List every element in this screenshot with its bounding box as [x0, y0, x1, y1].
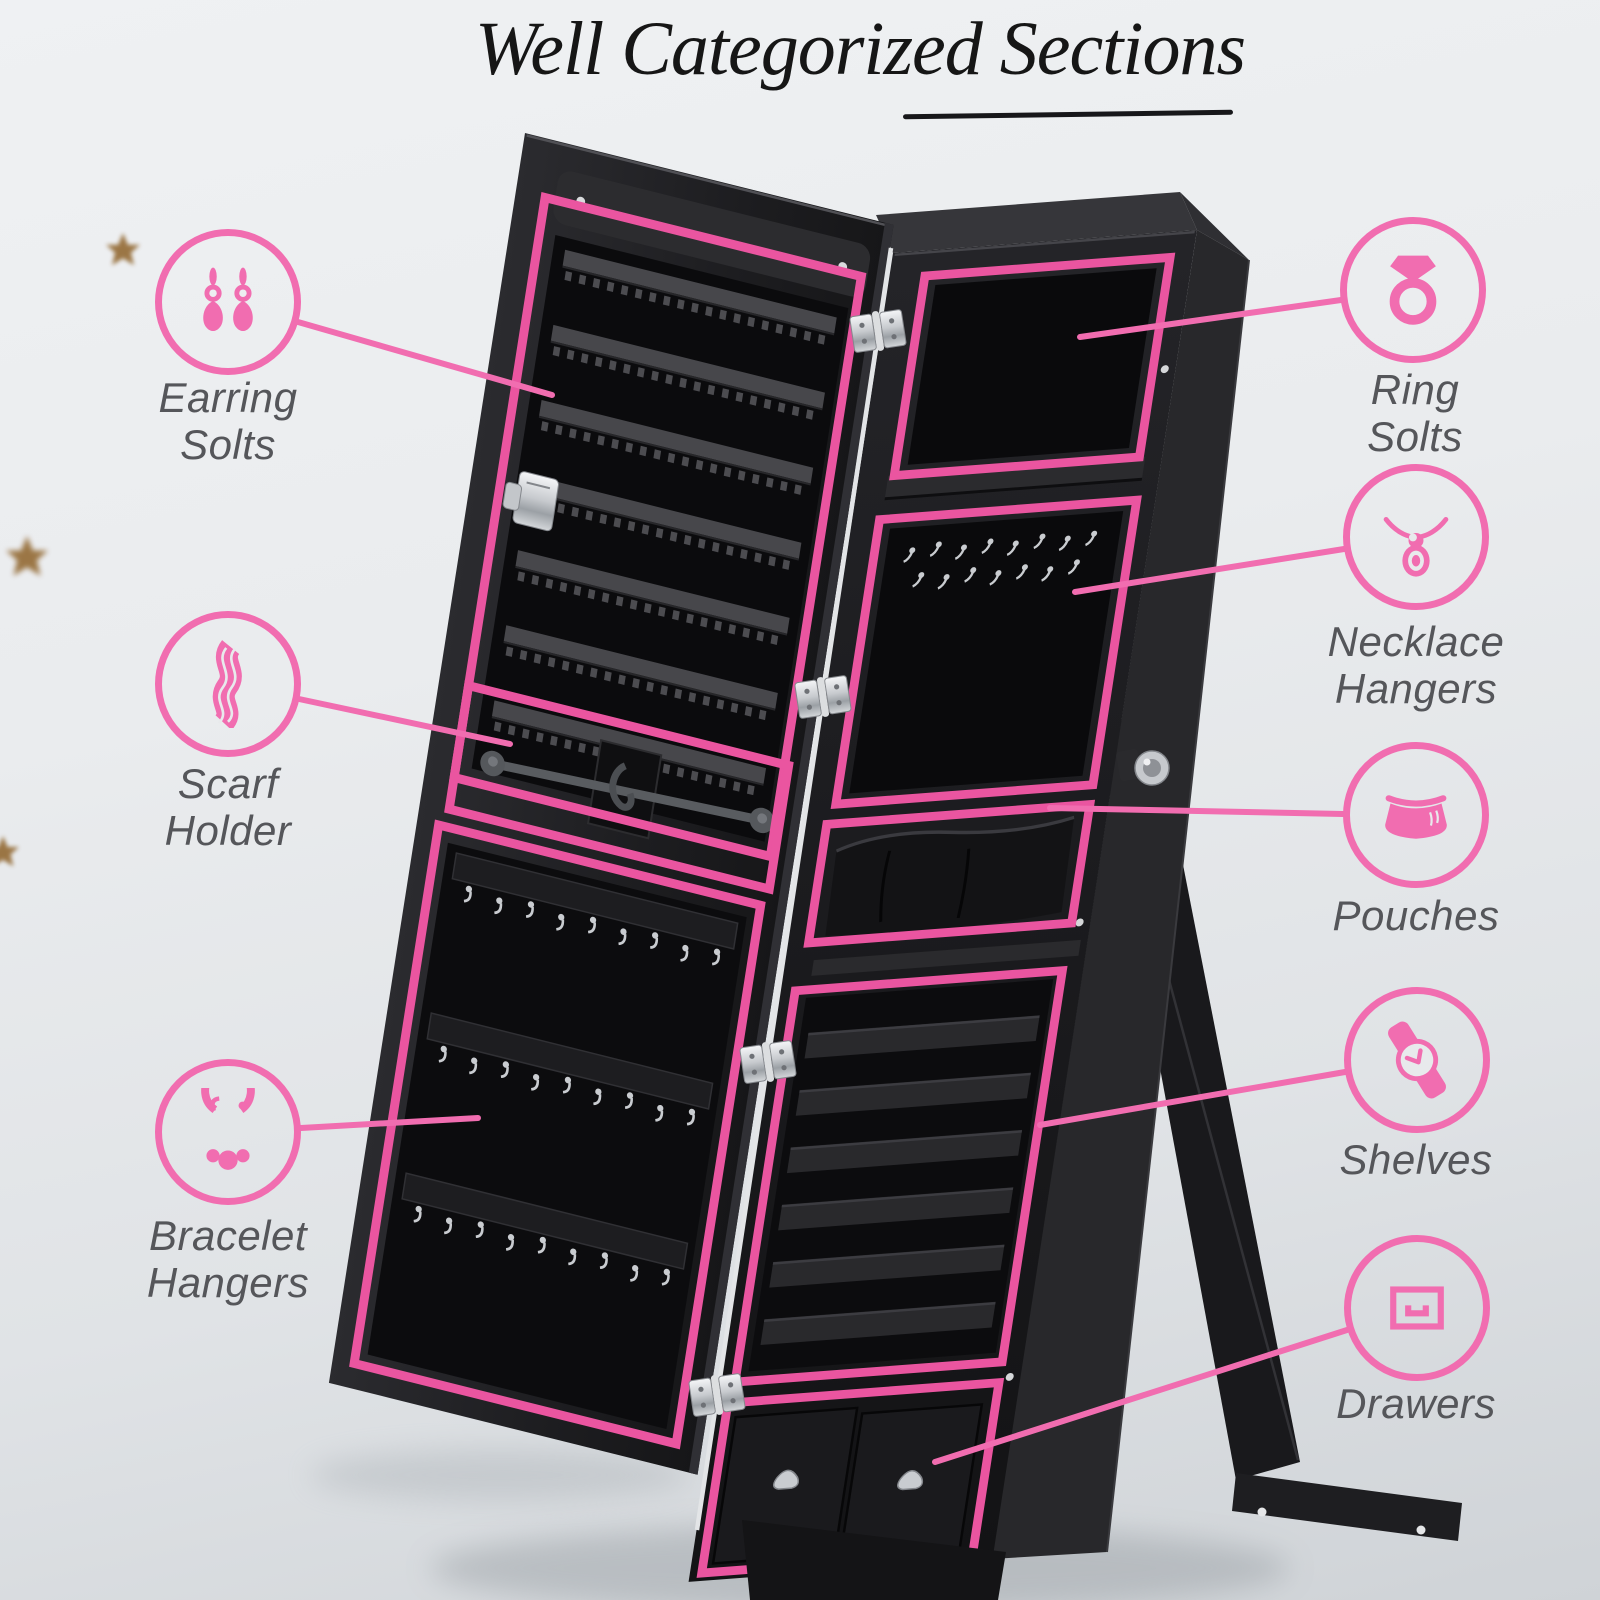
- cabinet-door: [328, 133, 894, 1475]
- connector-earring-slots: [295, 319, 555, 398]
- pouch-icon: [1385, 795, 1447, 839]
- connector-ring-slots: [1077, 297, 1344, 340]
- connector-bracelet-hangers: [298, 1115, 481, 1131]
- pouches-section: [825, 815, 1075, 936]
- callout-label-pouches: Pouches: [1332, 892, 1500, 939]
- highlight-shelves: [729, 965, 1068, 1387]
- background-stars: [0, 233, 140, 867]
- callout-circle-necklace-hangers: [1343, 464, 1489, 610]
- callout-circle-earring-slots: [155, 229, 301, 375]
- earrings-icon: [203, 267, 253, 332]
- connector-scarf-holder: [296, 696, 513, 747]
- callout-circle-scarf-holder: [155, 611, 301, 757]
- highlight-earring-slots: [449, 192, 867, 862]
- scarf-icon: [212, 640, 242, 728]
- drawer-icon: [1390, 1286, 1444, 1330]
- highlight-ring-slots: [889, 252, 1176, 481]
- callout-circle-ring-slots: [1340, 217, 1486, 363]
- callout-circle-drawers: [1344, 1235, 1490, 1381]
- callout-circle-shelves: [1344, 987, 1490, 1133]
- door-hinge-line: [687, 247, 908, 1531]
- bracelet-hangers-section: [367, 842, 747, 1430]
- ring-icon: [1389, 255, 1437, 325]
- bracelet-icon: [201, 1088, 255, 1170]
- cabinet-side-panel: [992, 230, 1250, 1559]
- connector-drawers: [932, 1327, 1350, 1465]
- stand-knob: [1116, 748, 1170, 786]
- callout-circle-bracelet-hangers: [155, 1059, 301, 1205]
- stand-crossbar: [1232, 1473, 1462, 1541]
- callout-connectors: [295, 297, 1350, 1465]
- cabinet-body: [688, 230, 1197, 1582]
- callout-label-earring-slots: Earring Solts: [158, 374, 298, 469]
- connector-necklace-hangers: [1072, 546, 1347, 595]
- highlight-scarf-holder: [444, 680, 794, 895]
- page-title: Well Categorized Sections: [474, 7, 1246, 91]
- connector-pouches: [1047, 805, 1346, 817]
- door-latch: [502, 471, 559, 532]
- necklace-hangers-section: [849, 510, 1124, 794]
- callout-label-drawers: Drawers: [1336, 1380, 1496, 1427]
- callout-label-necklace-hangers: Necklace Hangers: [1327, 618, 1505, 713]
- connector-shelves: [1037, 1069, 1348, 1128]
- highlight-bracelet-hangers: [349, 819, 766, 1450]
- callout-circle-pouches: [1343, 742, 1489, 888]
- callout-label-ring-slots: Ring Solts: [1367, 366, 1463, 461]
- ring-slots-section: [884, 268, 1157, 501]
- highlight-necklace-hangers: [830, 495, 1142, 809]
- drawer-handle: [897, 1470, 924, 1491]
- watch-icon: [1388, 1021, 1446, 1099]
- callout-label-scarf-holder: Scarf Holder: [164, 760, 292, 855]
- necklace-icon: [1383, 516, 1449, 577]
- callout-label-bracelet-hangers: Bracelet Hangers: [146, 1212, 310, 1307]
- shelves-section: [748, 939, 1081, 1372]
- highlight-pouches: [803, 799, 1096, 948]
- callout-label-shelves: Shelves: [1339, 1136, 1493, 1183]
- cabinet-pedestal: [742, 1520, 1006, 1600]
- drawer-handle: [772, 1469, 800, 1490]
- cabinet-top-edge: [876, 192, 1249, 260]
